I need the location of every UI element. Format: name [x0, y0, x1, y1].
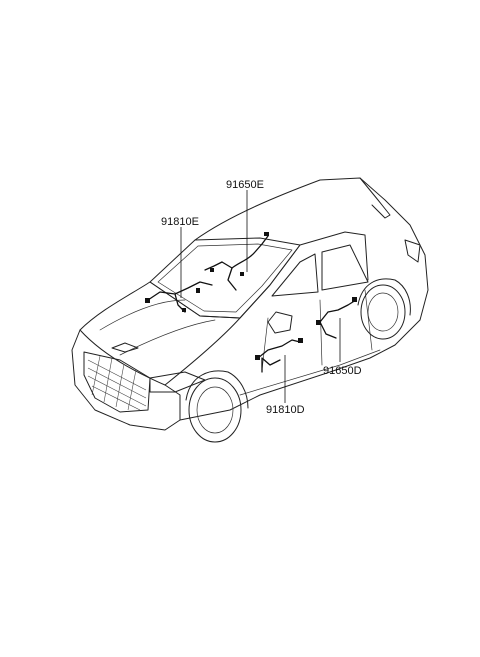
- front-door-harness-wires: [145, 281, 213, 313]
- front-wheel: [185, 370, 249, 443]
- rear-door-harness-wires: [316, 297, 357, 339]
- front-bumper: [71, 329, 181, 431]
- rear-side-window: [321, 244, 369, 291]
- leader-lines: [180, 190, 341, 403]
- front-side-window: [271, 253, 319, 297]
- side-body-lower: [179, 319, 421, 421]
- roof-harness-wires: [204, 232, 269, 291]
- side-sill: [239, 349, 381, 396]
- headlight: [149, 371, 206, 393]
- car-spoiler: [359, 177, 391, 219]
- door-lines: [261, 289, 373, 371]
- side-body-upper: [239, 231, 369, 319]
- rear-wheel: [357, 278, 411, 340]
- windshield-inner: [157, 243, 293, 313]
- hood: [79, 281, 241, 386]
- side-mirror: [267, 311, 293, 334]
- windshield: [149, 237, 301, 319]
- front-emblem: [111, 342, 139, 353]
- car-illustration: [71, 177, 429, 443]
- grille-mesh: [87, 355, 147, 411]
- hood-crease: [99, 299, 216, 356]
- car-roof-outline: [194, 177, 429, 321]
- label-roof-harness: 91650E: [226, 179, 264, 191]
- label-side-door-harness: 91810D: [266, 404, 305, 416]
- label-rear-door-harness: 91650D: [323, 365, 362, 377]
- label-front-door-harness: 91810E: [161, 216, 199, 228]
- tail-light: [404, 239, 421, 263]
- front-grille: [83, 351, 151, 413]
- side-door-harness-wires: [255, 338, 303, 373]
